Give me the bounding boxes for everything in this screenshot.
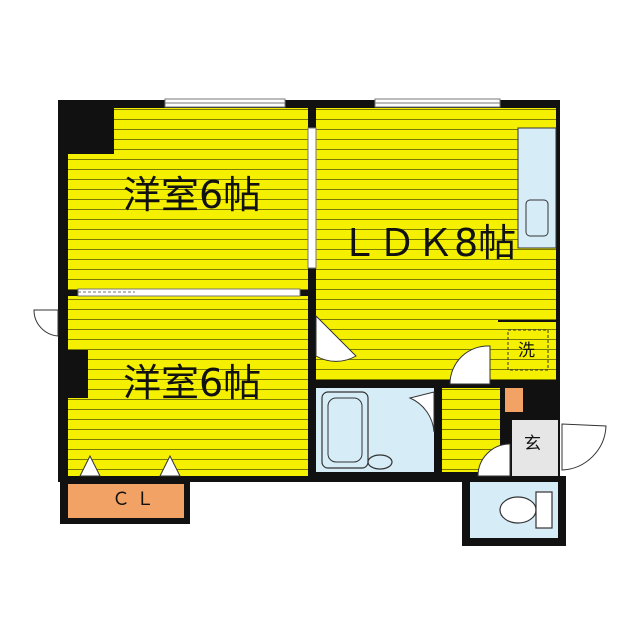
ldk-floor xyxy=(316,108,556,320)
drain-icon xyxy=(367,454,393,470)
pillar xyxy=(68,108,114,154)
pillar xyxy=(68,350,88,398)
room-label-ldk: ＬＤＫ8帖 xyxy=(340,221,517,265)
bedroom-bottom-floor xyxy=(68,296,308,476)
room-label-closet: ＣＬ xyxy=(112,489,160,510)
closet-door-icon xyxy=(159,454,181,477)
door-icon xyxy=(449,345,491,385)
door-icon xyxy=(33,309,59,337)
toilet-tank xyxy=(535,491,553,529)
room-label-entrance: 玄 xyxy=(524,434,541,454)
sink-icon xyxy=(525,199,549,237)
room-label-washer: 洗 xyxy=(518,341,535,361)
toilet-icon xyxy=(499,496,537,524)
door-icon xyxy=(408,391,435,433)
door-icon xyxy=(315,314,357,362)
door-icon xyxy=(477,443,511,477)
closet-door-icon xyxy=(79,454,101,477)
room-label-bedroom-top: 洋室6帖 xyxy=(123,173,262,217)
room-label-bedroom-bottom: 洋室6帖 xyxy=(123,361,262,405)
shoe-box xyxy=(505,388,523,412)
door-icon xyxy=(561,423,607,471)
bathtub-icon xyxy=(321,391,369,469)
entrance-floor xyxy=(512,420,558,476)
sliding-door xyxy=(307,127,317,269)
closet-floor xyxy=(68,484,184,518)
bathtub-inner xyxy=(327,397,363,463)
sliding-door xyxy=(77,288,301,297)
washer-icon xyxy=(507,329,549,371)
